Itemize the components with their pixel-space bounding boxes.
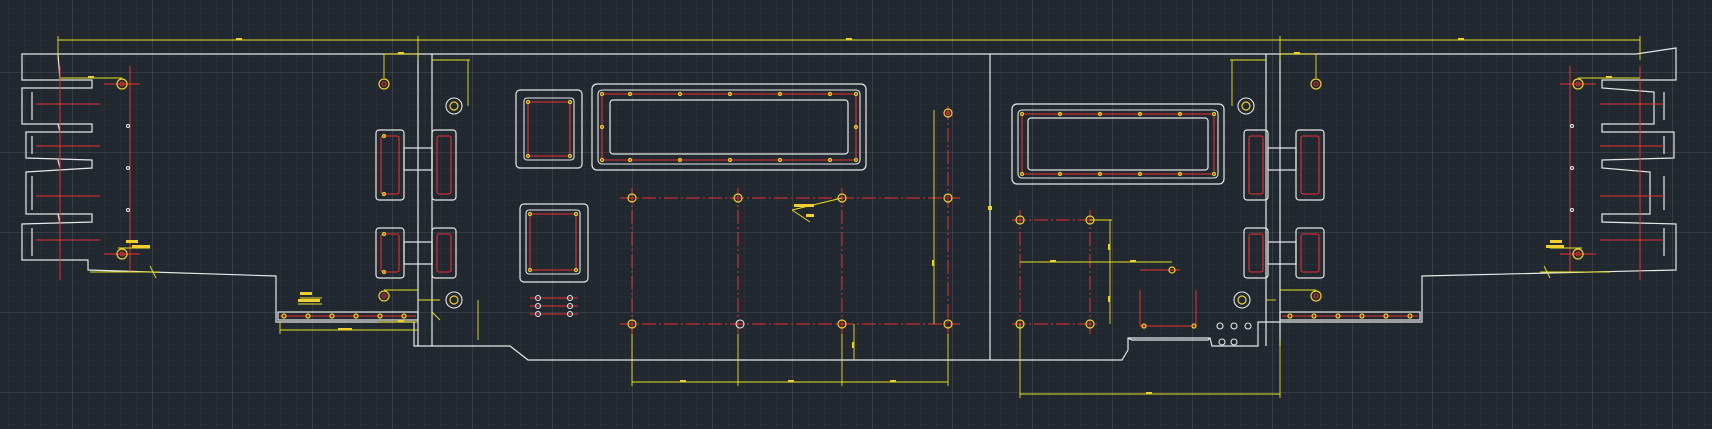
dimension-lines	[57, 36, 1641, 398]
right-slots	[1243, 129, 1325, 279]
square-windows	[515, 89, 589, 283]
part-outline	[21, 47, 1677, 361]
bottom-notch	[1127, 337, 1211, 341]
left-flange	[277, 290, 419, 321]
dimension-marks	[88, 38, 1612, 394]
right-flange	[1279, 290, 1421, 321]
right-end-details	[1310, 66, 1664, 280]
right-plate-holes	[1233, 97, 1255, 309]
right-center-bolt-pattern	[1012, 210, 1252, 346]
large-window-left	[591, 83, 867, 171]
left-end-details	[36, 66, 140, 280]
left-end-holes	[116, 78, 390, 260]
left-plate-holes	[445, 97, 463, 309]
small-hole-group	[530, 294, 578, 318]
large-window-right	[1011, 103, 1225, 185]
left-slots	[375, 129, 457, 279]
center-bolt-pattern	[620, 106, 960, 336]
